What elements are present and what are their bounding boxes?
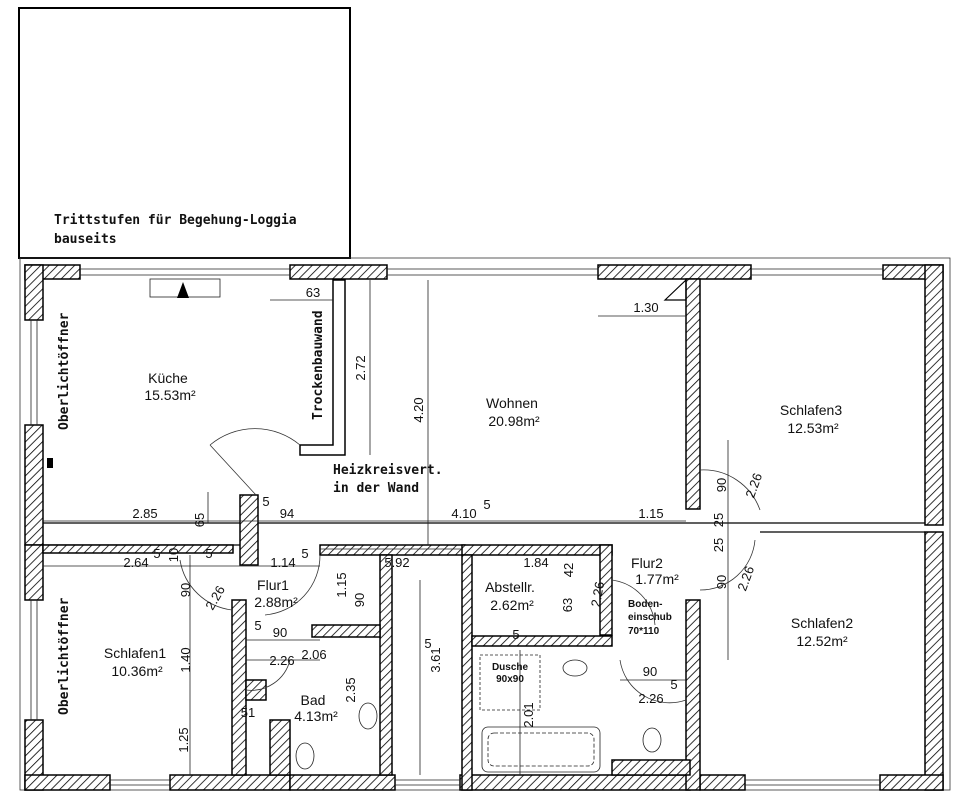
- dim-label: 1.15: [334, 572, 349, 597]
- room-wohnen-area: 20.98m²: [488, 413, 540, 429]
- dim-label: 90: [714, 478, 729, 492]
- dim-label: 90: [352, 593, 367, 607]
- dusche-label-2: 90x90: [496, 674, 524, 685]
- room-flur1-area: 2.88m²: [254, 594, 298, 610]
- room-schlafen1-area: 10.36m²: [111, 663, 163, 679]
- room-kueche-area: 15.53m²: [144, 387, 196, 403]
- dim-label: 2.26: [202, 583, 228, 612]
- dim-label: 1.15: [638, 506, 663, 521]
- dim-label: 5: [153, 546, 160, 561]
- heating-marker-icon: [47, 458, 53, 468]
- dim-label: 2.26: [638, 691, 663, 706]
- bodeneinschub-line3: 70*110: [628, 626, 660, 637]
- room-schlafen2-name: Schlafen2: [791, 615, 853, 631]
- dimension-lines: [43, 280, 729, 775]
- dim-label: 5: [254, 618, 261, 633]
- dim-label: 25: [711, 513, 726, 527]
- room-labels: Küche 15.53m² Wohnen 20.98m² Schlafen3 1…: [104, 370, 853, 724]
- dim-label: 5: [512, 627, 519, 642]
- dim-label: 3.61: [428, 647, 443, 672]
- dim-label: 63: [306, 285, 320, 300]
- oberlicht-bottom-label: Oberlichtöffner: [57, 597, 72, 715]
- dim-label: 2.26: [734, 564, 757, 593]
- dim-label: 5: [205, 546, 212, 561]
- oberlicht-top-label: Oberlichtöffner: [57, 312, 72, 430]
- dim-label: 1.14: [270, 555, 295, 570]
- dim-label: 5: [670, 677, 677, 692]
- room-schlafen3-area: 12.53m²: [787, 420, 839, 436]
- sanitary-fixtures: [295, 654, 662, 773]
- room-abstellr-area: 2.62m²: [490, 597, 534, 613]
- dim-label: 2.26: [588, 580, 607, 608]
- dim-label: 1.25: [176, 727, 191, 752]
- dim-label: 2.85: [132, 506, 157, 521]
- dim-label: 5: [483, 497, 490, 512]
- dim-label: 5: [262, 494, 269, 509]
- annotations: Heizkreisvert. in der Wand Trockenbauwan…: [57, 310, 672, 715]
- door-swings: [179, 428, 761, 704]
- dim-label: 2.01: [521, 702, 536, 727]
- dim-label: 4.20: [411, 397, 426, 422]
- dim-label: 5: [424, 636, 431, 651]
- room-kueche-name: Küche: [148, 370, 188, 386]
- dim-label: 2.35: [343, 677, 358, 702]
- dim-label: 63: [560, 598, 575, 612]
- dimension-labels: 63 2.72 4.20 1.30 2.85 65 94 4.10 5 1.15…: [123, 285, 765, 753]
- dim-label: 5: [301, 546, 308, 561]
- loggia-note-line2: bauseits: [54, 232, 117, 247]
- heizkreis-line1: Heizkreisvert.: [333, 463, 443, 478]
- dim-label: 90: [643, 664, 657, 679]
- bodeneinschub-line1: Boden-: [628, 599, 662, 610]
- dim-label: 10: [166, 548, 181, 562]
- trockenbauwand-label: Trockenbauwand: [311, 310, 326, 420]
- room-wohnen-name: Wohnen: [486, 395, 538, 411]
- heizkreis-line2: in der Wand: [333, 481, 419, 496]
- room-flur2-area: 1.77m²: [635, 571, 679, 587]
- dim-label: 25: [711, 538, 726, 552]
- dim-label: 90: [178, 583, 193, 597]
- loggia-note-line1: Trittstufen für Begehung-Loggia: [54, 213, 297, 228]
- dim-label: 51: [241, 705, 255, 720]
- bodeneinschub-line2: einschub: [628, 612, 672, 623]
- interior-walls: [42, 278, 925, 791]
- dim-label: 5.92: [384, 555, 409, 570]
- room-schlafen1-name: Schlafen1: [104, 645, 166, 661]
- dim-label: 42: [561, 563, 576, 577]
- dusche-label-1: Dusche: [492, 662, 529, 673]
- dim-label: 2.72: [353, 355, 368, 380]
- dim-label: 2.64: [123, 555, 148, 570]
- dim-label: 2.26: [742, 471, 765, 500]
- dim-label: 90: [714, 575, 729, 589]
- dim-label: 2.06: [301, 647, 326, 662]
- room-bad-area: 4.13m²: [294, 708, 338, 724]
- room-schlafen3-name: Schlafen3: [780, 402, 842, 418]
- dim-label: 1.84: [523, 555, 548, 570]
- room-schlafen2-area: 12.52m²: [796, 633, 848, 649]
- dim-label: 65: [192, 513, 207, 527]
- dim-label: 90: [273, 625, 287, 640]
- room-bad-name: Bad: [301, 692, 326, 708]
- room-abstellr-name: Abstellr.: [485, 579, 535, 595]
- triangle-marker-icon: [177, 282, 189, 298]
- exterior-walls: [24, 264, 944, 791]
- dim-label: 2.26: [269, 653, 294, 668]
- room-flur1-name: Flur1: [257, 577, 289, 593]
- dim-label: 4.10: [451, 506, 476, 521]
- dim-label: 94: [280, 506, 294, 521]
- dim-label: 1.30: [633, 300, 658, 315]
- dim-label: 1.40: [178, 647, 193, 672]
- room-flur2-name: Flur2: [631, 555, 663, 571]
